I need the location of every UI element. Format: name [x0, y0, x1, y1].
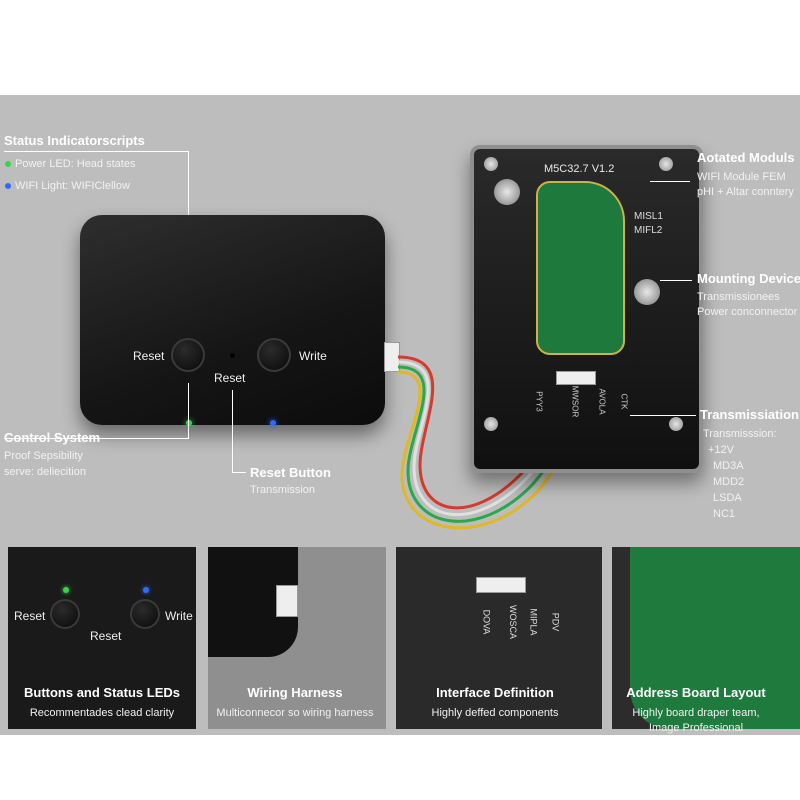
screw-icon [659, 157, 673, 171]
pin-label: AVOLA [597, 388, 607, 415]
annotated-modules-line1: WIFI Module FEM [697, 171, 786, 183]
connector-icon [476, 577, 526, 593]
thumbnail-buttons: Reset Reset Write [8, 547, 196, 729]
caption-board-sub: Highly board draper team, [632, 707, 760, 719]
caption-wiring-title: Wiring Harness [247, 685, 343, 700]
pcb-board [536, 181, 625, 355]
caption-wiring-sub: Multiconnecor so wiring harness [216, 707, 374, 719]
caption-interface-sub: Highly deffed components [431, 707, 559, 719]
screw-icon [484, 417, 498, 431]
transmission-heading: Transmissiation [700, 407, 799, 422]
transmission-item: MDD2 [713, 476, 745, 488]
caption-board-sub2: Image Professional [648, 722, 744, 734]
control-system-line1: Proof Sepsibility [4, 450, 83, 462]
power-led-dot-icon [5, 161, 11, 167]
screw-icon [669, 417, 683, 431]
control-system-heading: Control System [4, 430, 101, 445]
wifi-led-icon [270, 420, 276, 426]
transmission-item: LSDA [713, 492, 742, 504]
control-system-line2: serve: deliecition [4, 466, 86, 478]
module-title: M5C32.7 V1.2 [544, 163, 615, 175]
reset-left-label: Reset [14, 609, 46, 623]
mounting-devices-heading: Mounting Devices [697, 271, 800, 286]
mifl2-label: MIFL2 [634, 225, 663, 236]
pin-label: MIPLA [528, 608, 539, 636]
misl1-label: MISL1 [634, 211, 663, 222]
power-led-icon [63, 587, 69, 593]
annotated-modules-line2: pHI + Altar conntery [697, 186, 794, 198]
reset-callout-line-vertical [232, 390, 233, 472]
transmission-callout-line [630, 415, 696, 416]
mounting-devices-line2: Power conconnector [697, 306, 798, 318]
reset-left-label: Reset [133, 349, 165, 363]
annotated-modules-heading: Aotated Moduls [697, 150, 795, 165]
mounting-callout-line [660, 280, 692, 281]
status-indicators-heading: Status Indicatorscripts [4, 133, 145, 148]
transmission-item: NC1 [713, 508, 736, 520]
pin-label: PDV [550, 612, 561, 632]
pcb-board [630, 547, 800, 729]
connector-icon [276, 585, 298, 617]
power-led-label: Power LED: Head states [15, 158, 136, 170]
wifi-light-label: WIFI Light: WIFIClellow [15, 180, 130, 192]
write-label: Write [165, 609, 193, 623]
annotated-callout-line [650, 181, 690, 182]
mounting-devices-line1: Transmissionees [697, 291, 780, 303]
reset-button[interactable] [50, 599, 80, 629]
reset-pinhole-icon[interactable] [230, 353, 235, 358]
transmission-sub: Transmisssion: [703, 428, 777, 440]
caption-interface-title: Interface Definition [436, 685, 554, 700]
wifi-led-icon [143, 587, 149, 593]
power-led-icon [186, 420, 192, 426]
module-connector-icon [556, 371, 596, 385]
mounting-post-icon [634, 279, 660, 305]
reset-button-heading: Reset Button [250, 465, 331, 480]
reset-center-label: Reset [90, 629, 122, 643]
reset-button-sub: Transmission [250, 484, 315, 496]
write-label: Write [299, 349, 327, 363]
screw-icon [484, 157, 498, 171]
thumbnail-interface: DOVA WOSCA MIPLA PDV [396, 547, 602, 729]
product-illustration: Status Indicatorscripts Power LED: Head … [0, 95, 800, 735]
control-callout-line [4, 438, 189, 439]
pin-label: CTK [619, 393, 629, 410]
wifi-led-dot-icon [5, 183, 11, 189]
reset-center-label: Reset [214, 371, 246, 385]
reset-button[interactable] [171, 338, 205, 372]
thumbnail-board [612, 547, 800, 729]
transmission-item: +12V [708, 444, 734, 456]
transmission-item: MD3A [713, 460, 744, 472]
caption-buttons-sub: Recommentades clead clarity [29, 707, 175, 719]
mounting-post-icon [494, 179, 520, 205]
caption-board-title: Address Board Layout [626, 685, 766, 700]
reset-callout-line [232, 472, 246, 473]
thumbnail-wiring [208, 547, 386, 729]
control-callout-line-vertical [188, 383, 189, 438]
pin-label: WOSCA [508, 604, 519, 640]
write-button[interactable] [257, 338, 291, 372]
pin-label: MWSOR [570, 385, 580, 418]
write-button[interactable] [130, 599, 160, 629]
status-callout-line [4, 151, 188, 152]
pin-label: PYY3 [534, 391, 544, 412]
caption-buttons-title: Buttons and Status LEDs [23, 685, 180, 700]
module-enclosure: M5C32.7 V1.2 MISL1 MIFL2 PYY3 MWSOR AVOL… [470, 145, 703, 473]
pin-label: DOVA [481, 609, 492, 635]
